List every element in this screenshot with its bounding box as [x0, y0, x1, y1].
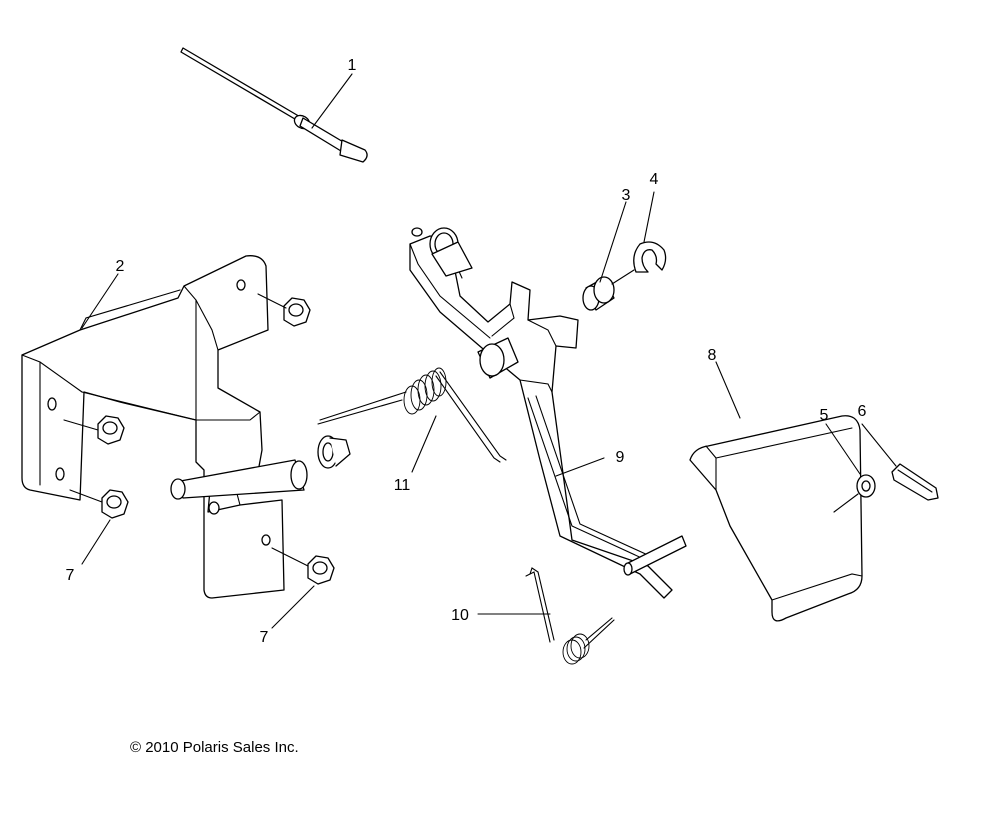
copyright-notice: © 2010 Polaris Sales Inc. [130, 739, 299, 756]
callout-3: 3 [622, 187, 631, 204]
callout-4: 4 [650, 171, 659, 188]
callout-5: 5 [820, 407, 829, 424]
callout-10: 10 [451, 607, 469, 624]
callout-2: 2 [116, 258, 125, 275]
callout-9: 9 [616, 449, 625, 466]
callout-labels: 1 2 3 4 5 6 7 7 8 9 10 11 [66, 57, 867, 646]
part-5-washer [856, 474, 876, 498]
part-1-rod [180, 47, 368, 163]
leader-lines [63, 73, 897, 629]
part-4-clip [633, 241, 667, 273]
part-7-nuts [97, 297, 335, 585]
callout-7-left: 7 [66, 567, 75, 584]
part-2-bracket [21, 255, 308, 599]
callout-8: 8 [708, 347, 717, 364]
part-3-bushing [582, 276, 615, 311]
callout-7-bottom: 7 [260, 629, 269, 646]
bushing [317, 435, 351, 469]
part-6-cotter-pin [891, 463, 939, 501]
callout-1: 1 [348, 57, 357, 74]
part-11-spring [317, 367, 507, 463]
callout-11: 11 [394, 477, 411, 494]
part-8-pedal-pad [689, 415, 863, 622]
part-10-spring [525, 567, 615, 665]
callout-6: 6 [858, 403, 867, 420]
part-9-pedal-arm [409, 227, 687, 599]
